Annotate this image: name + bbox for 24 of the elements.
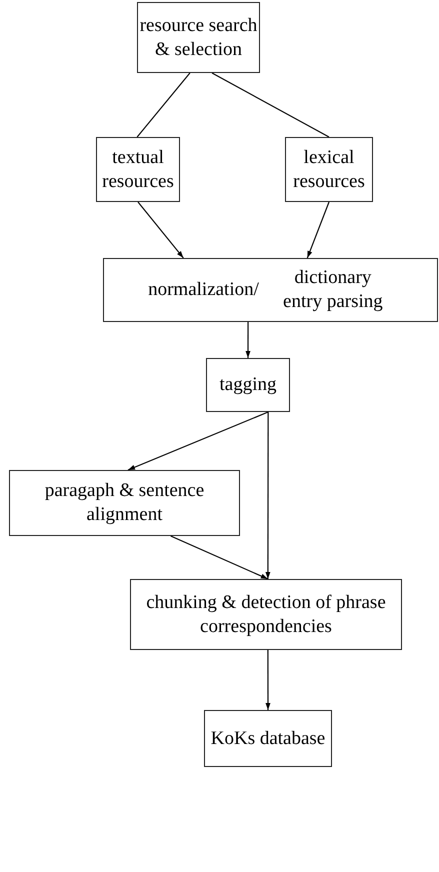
arrow <box>128 412 268 470</box>
process-box <box>103 258 438 322</box>
process-box <box>130 579 402 650</box>
process-box <box>96 137 180 202</box>
process-box <box>137 2 260 73</box>
arrow <box>246 322 250 358</box>
process-box <box>285 137 373 202</box>
box-label: chunking & detection of phrase correspondencies <box>145 590 387 638</box>
box-label: normalization/ <box>148 278 259 302</box>
arrow <box>306 202 330 258</box>
box-label: KoKs database <box>210 726 326 750</box>
box-label: textual resources <box>101 146 175 194</box>
arrow <box>265 412 270 579</box>
arrow <box>266 650 270 710</box>
box-label: paragaph & sentence alignment <box>44 479 206 527</box>
box-label: resource search & selection <box>140 14 258 62</box>
box-label: dictionary entry parsing <box>282 266 384 314</box>
process-box <box>9 470 240 536</box>
arrow <box>170 536 268 580</box>
process-box <box>204 710 332 767</box>
box-label: lexical resources <box>292 146 366 194</box>
process-box <box>206 358 290 412</box>
box-label: tagging <box>220 373 276 397</box>
arrow <box>138 202 184 258</box>
